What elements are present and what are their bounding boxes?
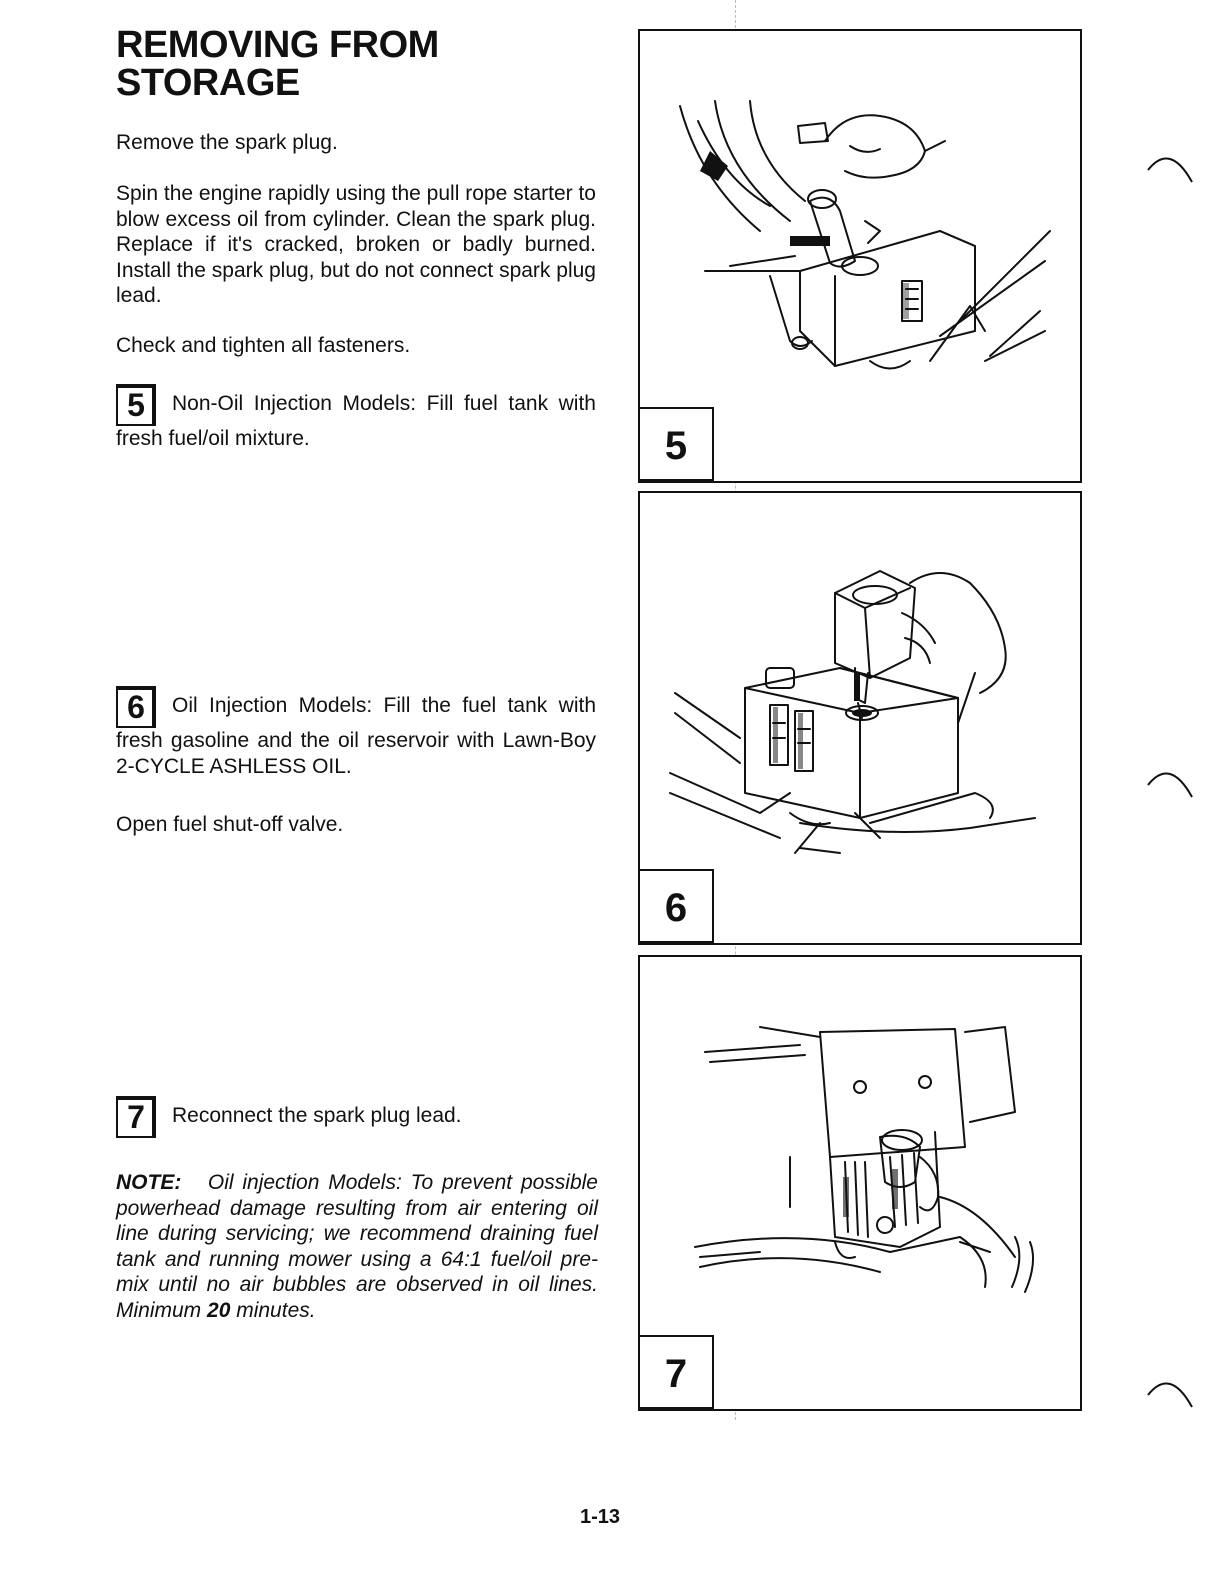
note-text: Oil injection Models: To prevent possibl… xyxy=(116,1171,598,1322)
step-6-badge: 6 xyxy=(116,686,156,728)
figure-7-number: 7 xyxy=(638,1335,714,1409)
note-emphasis: 20 xyxy=(207,1298,231,1322)
figure-6-illustration xyxy=(669,570,1036,854)
figure-6-panel: 6 xyxy=(638,491,1082,945)
page-number: 1-13 xyxy=(579,1506,621,1528)
figure-6-number: 6 xyxy=(638,869,714,943)
paragraph-spin-engine: Spin the engine rapidly using the pull r… xyxy=(116,182,596,307)
figure-5-illustration xyxy=(679,100,1051,370)
binder-ring-mark-bottom xyxy=(1147,1382,1193,1408)
note-tail: minutes. xyxy=(236,1298,316,1322)
paragraph-check-fasteners: Check and tighten all fasteners. xyxy=(116,334,411,357)
figure-5-number: 5 xyxy=(638,407,714,481)
binder-ring-mark-top xyxy=(1147,157,1193,183)
step-5-text: Non-Oil Injection Models: Fill fuel tank… xyxy=(116,392,596,450)
step-5-badge: 5 xyxy=(116,384,156,426)
paragraph-open-valve: Open fuel shut-off valve. xyxy=(116,813,344,836)
note-label: NOTE: xyxy=(116,1171,182,1194)
paragraph-remove-plug: Remove the spark plug. xyxy=(116,131,338,154)
step-6-text: Oil Injection Models: Fill the fuel tank… xyxy=(116,694,596,778)
figure-7-panel: 7 xyxy=(638,955,1082,1411)
step-7-text: Reconnect the spark plug lead. xyxy=(172,1104,462,1127)
step-7: 7 Reconnect the spark plug lead. xyxy=(116,1096,596,1138)
note-block: NOTE: Oil injection Models: To prevent p… xyxy=(116,1170,598,1323)
binder-ring-mark-middle xyxy=(1147,772,1193,798)
page-title: REMOVING FROM STORAGE xyxy=(116,24,439,104)
figure-5-panel: 5 xyxy=(638,29,1082,483)
step-7-badge: 7 xyxy=(116,1096,156,1138)
figure-7-illustration xyxy=(694,1026,1035,1293)
